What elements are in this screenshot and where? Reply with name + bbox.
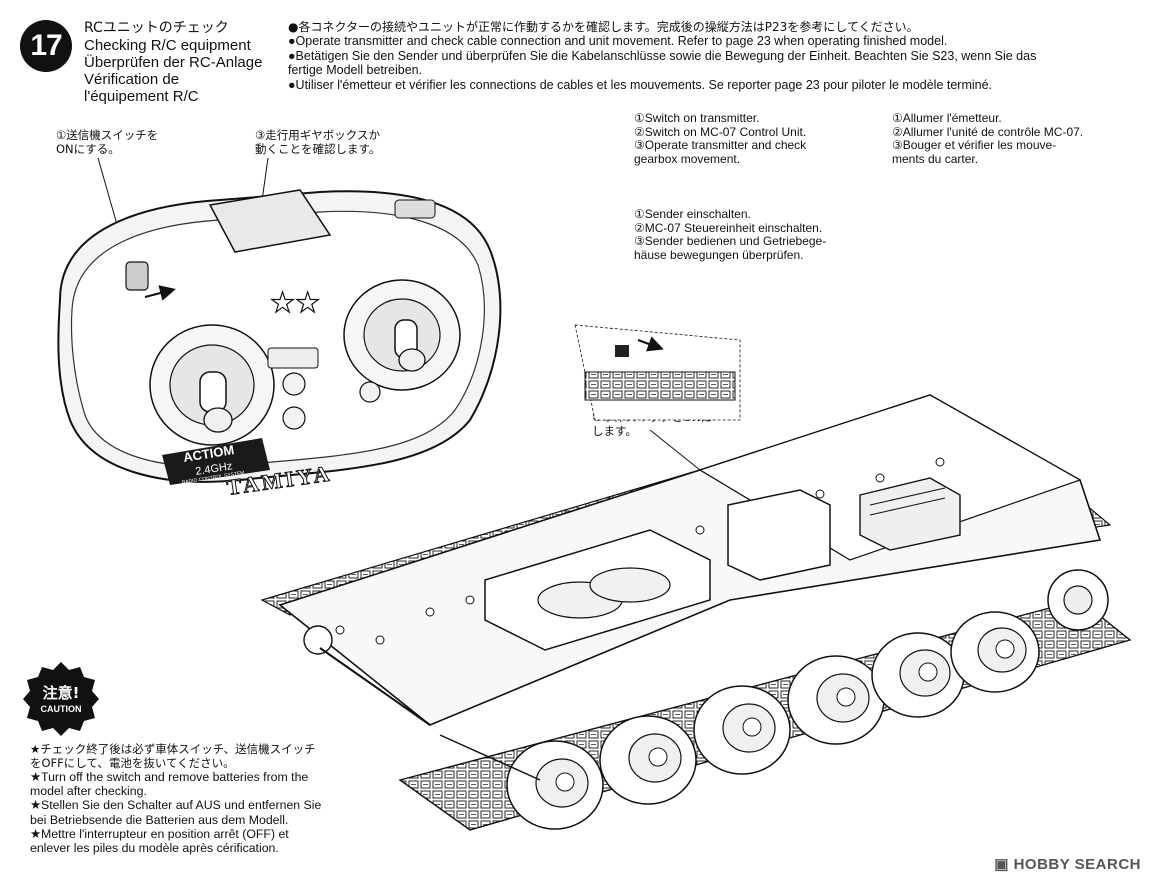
switch-detail-inset [574,324,741,471]
svg-text:★★: ★★ [270,286,320,319]
transmitter-band-label: 2.4GHz [195,460,234,478]
watermark-logo-icon: ▣ [994,856,1014,873]
instruction-line: ③Bouger et vérifier les mouve- [892,138,1057,152]
instructions-fr: ①Allumer l'émetteur. ②Allumer l'unité de… [892,111,1084,166]
title-fr-line2: l'équipement R/C [84,88,199,105]
instruction-line: ②Allumer l'unité de contrôle MC-07. [892,124,1084,139]
instruction-line: ②Switch on MC-07 Control Unit. [634,124,807,139]
callout-line: ①送信機スイッチを [56,128,159,142]
intro-line: fertige Modell betreiben. [288,63,423,77]
caution-line: ★Mettre l'interrupteur en position arrêt… [30,826,289,841]
instruction-line: ①Switch on transmitter. [634,111,760,125]
title-de: Überprüfen der RC-Anlage [84,54,263,71]
caution-text: ★チェック終了後は必ず車体スイッチ、送信機スイッチ をOFFにして、電池を抜いて… [30,742,350,855]
caution-en-label: CAUTION [41,704,82,714]
instruction-line: häuse bewegungen überprüfen. [634,247,804,262]
instructions-en: ①Switch on transmitter. ②Switch on MC-07… [634,111,807,166]
caution-line: ★Turn off the switch and remove batterie… [30,770,309,784]
caution-line: をOFFにして、電池を抜いてください。 [30,756,235,770]
transmitter-illustration: ★★ ACTIOM 2.4GHz RADIO CONTROL SYSTEM TA… [57,157,502,500]
instruction-line: ①Allumer l'émetteur. [892,111,1002,125]
step-number-badge: 17 [20,20,72,72]
instruction-line: ③Operate transmitter and check [634,138,807,152]
caution-line: ★チェック終了後は必ず車体スイッチ、送信機スイッチ [30,742,316,756]
callout-line: ONにする。 [56,142,120,156]
instructions-de: ①Sender einschalten. ②MC-07 Steuereinhei… [634,207,827,262]
title-jp: RCユニットのチェック [84,20,229,36]
instruction-line: ①Sender einschalten. [634,207,751,221]
callout-transmitter-switch: ①送信機スイッチを ONにする。 [56,128,158,156]
caution-line: model after checking. [30,784,147,799]
caution-badge: 注意! CAUTION [23,662,99,736]
watermark: ▣ HOBBY SEARCH [994,855,1141,873]
caution-line: ★Stellen Sie den Schalter auf AUS und en… [30,798,322,813]
instruction-line: ③Sender bedienen und Getriebege- [634,234,827,248]
instruction-line: ments du carter. [892,151,979,166]
callout-gearbox: ③走行用ギヤボックスか 動くことを確認します。 [255,128,380,156]
intro-line: ●Betätigen Sie den Sender und überprüfen… [288,48,1037,63]
step-title: RCユニットのチェック Checking R/C equipment Überp… [84,20,262,105]
callout-line: 動くことを確認します。 [255,142,381,156]
instruction-line: gearbox movement. [634,151,741,166]
intro-line: ●Utiliser l'émetteur et vérifier les con… [288,77,993,92]
instruction-line: ②MC-07 Steuereinheit einschalten. [634,220,823,235]
callout-line: します。 [592,424,637,438]
caution-line: enlever les piles du modèle après cérifi… [30,841,279,856]
intro-line: ●各コネクターの接続やユニットが正常に作動するかを確認します。完成後の操縦方法は… [288,20,919,34]
title-en: Checking R/C equipment [84,37,251,54]
intro-text: ●各コネクターの接続やユニットが正常に作動するかを確認します。完成後の操縦方法は… [288,20,1148,92]
caution-jp-label: 注意! [43,684,80,702]
callout-line: ③走行用ギヤボックスか [255,128,380,142]
title-fr-line1: Vérification de [84,71,180,88]
watermark-text: HOBBY SEARCH [1013,856,1141,873]
intro-line: ●Operate transmitter and check cable con… [288,34,948,48]
caution-line: bei Betriebsende die Batterien aus dem M… [30,812,289,827]
